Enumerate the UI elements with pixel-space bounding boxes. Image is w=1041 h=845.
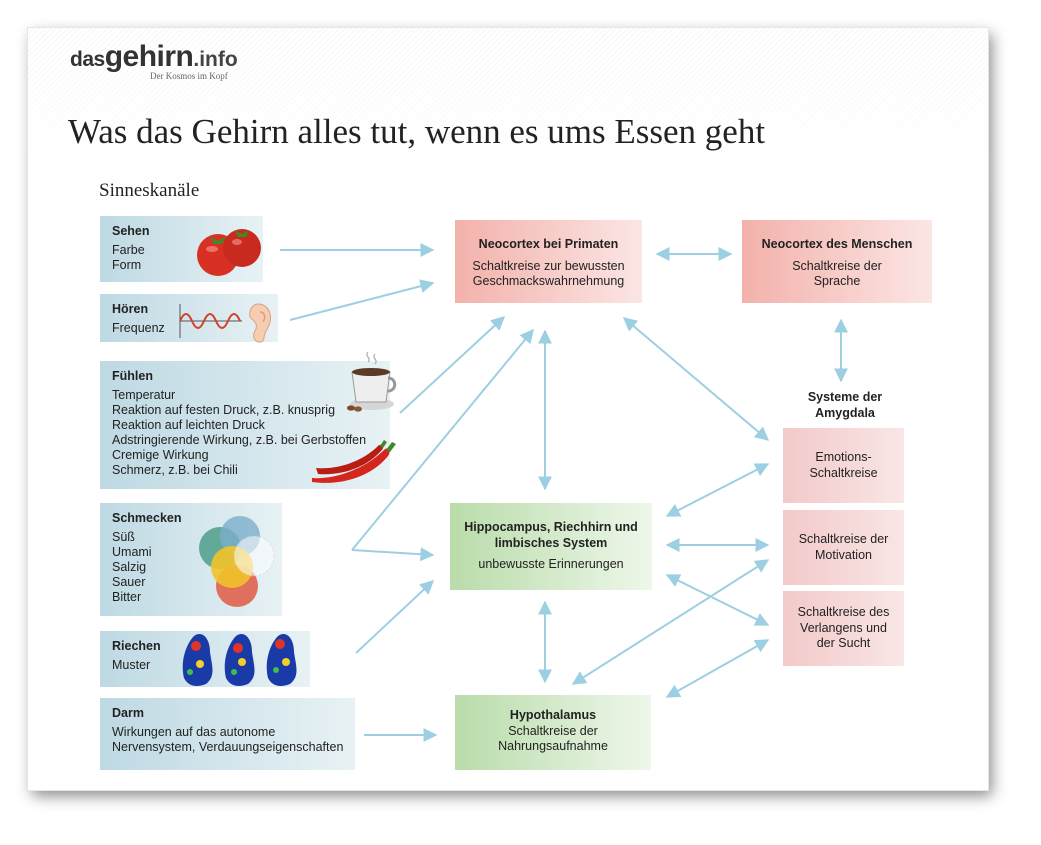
sense-box-hoeren: Hören Frequenz (100, 294, 278, 342)
olfactory-bulb-icon (182, 633, 297, 686)
sense-heading: Sehen (112, 224, 150, 238)
arrow-hippocampus-sucht (665, 574, 770, 626)
hypothalamus-box: Hypothalamus Schaltkreise der Nahrungsau… (455, 695, 651, 770)
sense-line: Bitter (112, 590, 142, 604)
arrow-schmecken-hippocampus (351, 547, 435, 562)
sense-line: Temperatur (112, 388, 176, 402)
motivation-circuits-box: Schaltkreise der Motivation (783, 510, 904, 585)
node-text: Schaltkreise (809, 465, 878, 480)
node-text: Schaltkreise der (508, 723, 598, 738)
neocortex-primates-box: Neocortex bei Primaten Schaltkreise zur … (455, 220, 642, 303)
arrow-neocortex-emotion (622, 317, 770, 441)
node-heading: Hippocampus, Riechhirn und (464, 520, 638, 534)
sense-line: Wirkungen auf das autonome (112, 725, 276, 739)
ear-wave-icon (179, 303, 271, 343)
arrow-schmecken-neocortex (351, 328, 534, 551)
node-heading: Neocortex bei Primaten (478, 237, 619, 251)
page-title: Was das Gehirn alles tut, wenn es ums Es… (68, 112, 766, 151)
sense-line: Umami (112, 545, 152, 559)
sense-line: Muster (112, 658, 151, 672)
arrow-hypothalamus-motivation (571, 559, 770, 685)
header-texture (28, 28, 988, 198)
site-logo[interactable]: dasgehirn.info (70, 40, 238, 73)
sense-heading: Schmecken (112, 511, 182, 525)
node-text: Schaltkreise der (798, 532, 889, 546)
node-text: Verlangens und (800, 620, 887, 635)
sense-line: Frequenz (112, 321, 165, 335)
node-heading: Neocortex des Menschen (761, 237, 913, 251)
node-text: Nahrungsaufnahme (498, 739, 608, 753)
arrow-hippocampus-emotion (665, 463, 770, 517)
sense-line: Adstringierende Wirkung, z.B. bei Gerbst… (112, 433, 367, 447)
emotion-circuits-box: Emotions- Schaltkreise (783, 428, 904, 503)
sense-heading: Hören (112, 302, 149, 316)
sense-heading: Riechen (112, 639, 161, 653)
tomato-icon (197, 229, 261, 276)
arrow-hoeren-neocortex (289, 279, 435, 321)
sense-line: Nervensystem, Verdauungseigenschaften (112, 740, 344, 754)
sense-line: Salzig (112, 560, 147, 574)
craving-addiction-circuits-box: Schaltkreise des Verlangens und der Such… (783, 591, 904, 666)
taste-circles-icon (199, 516, 275, 607)
node-heading: Hypothalamus (509, 708, 597, 722)
sense-line: Cremige Wirkung (112, 448, 209, 462)
sense-line: Farbe (112, 243, 145, 257)
node-text: Schaltkreise der (792, 258, 882, 273)
node-text: Sprache (813, 274, 861, 288)
sense-heading: Fühlen (112, 369, 153, 383)
neocortex-human-box: Neocortex des Menschen Schaltkreise der … (742, 220, 932, 303)
arrow-riechen-hippocampus (355, 580, 435, 654)
arrow-hypothalamus-sucht (665, 639, 770, 698)
node-text: Motivation (815, 547, 872, 562)
sense-line: Schmerz, z.B. bei Chili (112, 463, 238, 477)
sense-line: Süß (112, 530, 135, 544)
sense-heading: Darm (112, 706, 144, 720)
coffee-cup-icon (347, 351, 397, 412)
node-heading: limbisches System (494, 535, 608, 550)
amygdala-title: Systeme der Amygdala (807, 390, 883, 420)
section-subtitle: Sinneskanäle (99, 180, 200, 201)
chili-icon (312, 440, 396, 483)
node-text: Emotions- (815, 450, 872, 464)
sense-box-darm: Darm Wirkungen auf das autonome Nervensy… (100, 698, 355, 770)
logo-tagline: Der Kosmos im Kopf (150, 71, 228, 81)
node-text: Geschmackswahrnehmung (472, 274, 625, 288)
node-text: Schaltkreise des (797, 605, 890, 619)
node-text: Schaltkreise zur bewussten (472, 258, 625, 273)
hippocampus-box: Hippocampus, Riechhirn und limbisches Sy… (450, 503, 652, 590)
node-text: unbewusste Erinnerungen (478, 557, 624, 571)
sense-line: Reaktion auf leichten Druck (112, 418, 265, 432)
sense-line: Form (112, 258, 142, 272)
node-text: der Sucht (816, 636, 871, 650)
sense-line: Sauer (112, 575, 146, 589)
sense-line: Reaktion auf festen Druck, z.B. knusprig (112, 403, 336, 417)
arrow-fuehlen-neocortex (399, 316, 506, 414)
